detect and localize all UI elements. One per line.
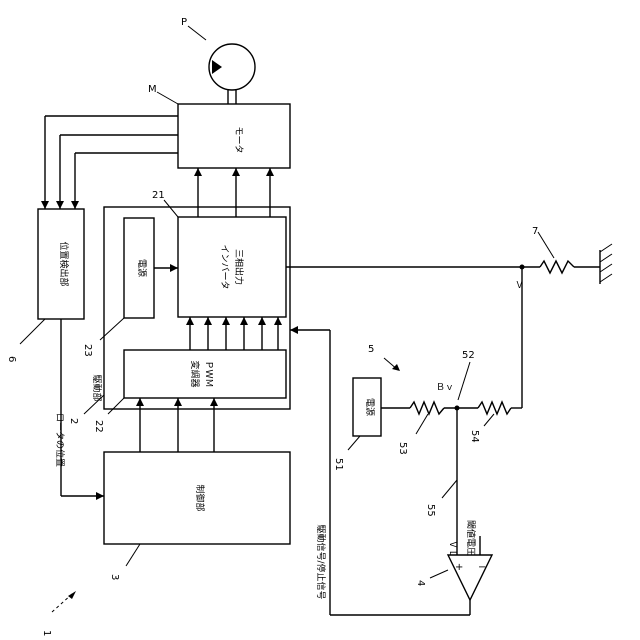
detection-circuit: 5 電源 51 Ｂｖ 52 53 54 55 ＶＬ bbox=[333, 344, 515, 558]
comparator-minus: − bbox=[478, 562, 486, 573]
pwm-modulator: ＰＷＭ 変調器 22 bbox=[93, 350, 286, 433]
drive-power: 電源 23 bbox=[82, 218, 178, 357]
resistor-53 bbox=[410, 402, 444, 414]
system-ref-label: 1 bbox=[41, 630, 52, 636]
detect-power-ref: 51 bbox=[333, 458, 344, 471]
resistor-54-ref: 54 bbox=[469, 430, 480, 443]
position-detector: 位置検出部 6 bbox=[6, 209, 84, 362]
comparator: 閾値電圧 + − 4 bbox=[415, 520, 492, 600]
vb-label: Ｂｖ bbox=[436, 383, 454, 393]
drive-stop-signal-line: 駆動信号/停止信号 bbox=[290, 326, 470, 615]
inverter-ref: 21 bbox=[152, 190, 165, 201]
inverter-to-motor-lines bbox=[194, 168, 274, 217]
position-detector-ref: 6 bbox=[6, 356, 17, 362]
resistor-53-ref: 53 bbox=[397, 442, 408, 455]
motor: モータ M bbox=[148, 84, 290, 168]
three-phase-inverter: 三相出力 インバータ 21 bbox=[152, 190, 286, 317]
pwm-label-2: 変調器 bbox=[189, 360, 201, 387]
drive-unit-ref: 2 bbox=[68, 418, 79, 424]
rotor-position-line: ロータの位置 bbox=[54, 319, 104, 500]
line-55-ref: 55 bbox=[425, 504, 436, 517]
drive-power-label: 電源 bbox=[136, 259, 147, 277]
comparator-plus: + bbox=[455, 562, 463, 573]
control-unit-label: 制御部 bbox=[194, 484, 206, 511]
pwm-label-1: ＰＷＭ bbox=[203, 360, 213, 387]
control-to-pwm-lines bbox=[136, 398, 218, 452]
inverter-ground-line: 7 Ｖ bbox=[286, 226, 612, 291]
inverter-label-2: インバータ bbox=[219, 244, 230, 289]
gate-signal-lines bbox=[186, 317, 282, 350]
pump: P bbox=[181, 17, 255, 104]
control-unit: 制御部 3 bbox=[104, 452, 290, 580]
detect-power-label: 電源 bbox=[364, 398, 375, 416]
inverter-label-1: 三相出力 bbox=[233, 249, 245, 285]
control-unit-ref: 3 bbox=[109, 574, 120, 580]
position-detector-label: 位置検出部 bbox=[58, 241, 70, 286]
rotor-position-label: ロータの位置 bbox=[54, 413, 66, 467]
node-ref: 52 bbox=[462, 350, 475, 361]
ground-resistor-ref: 7 bbox=[532, 226, 538, 237]
pwm-ref: 22 bbox=[93, 420, 104, 433]
drive-power-ref: 23 bbox=[82, 344, 93, 357]
comparator-ref: 4 bbox=[415, 580, 426, 586]
drive-stop-signal-label: 駆動信号/停止信号 bbox=[315, 524, 327, 599]
motor-label: モータ bbox=[233, 126, 244, 153]
threshold-voltage-label: 閾値電圧 bbox=[465, 520, 477, 556]
pump-ref: P bbox=[181, 17, 187, 28]
motor-ref: M bbox=[148, 84, 157, 95]
detection-circuit-ref: 5 bbox=[368, 344, 374, 355]
system-ref: 1 bbox=[41, 591, 76, 636]
resistor-54 bbox=[478, 402, 511, 414]
